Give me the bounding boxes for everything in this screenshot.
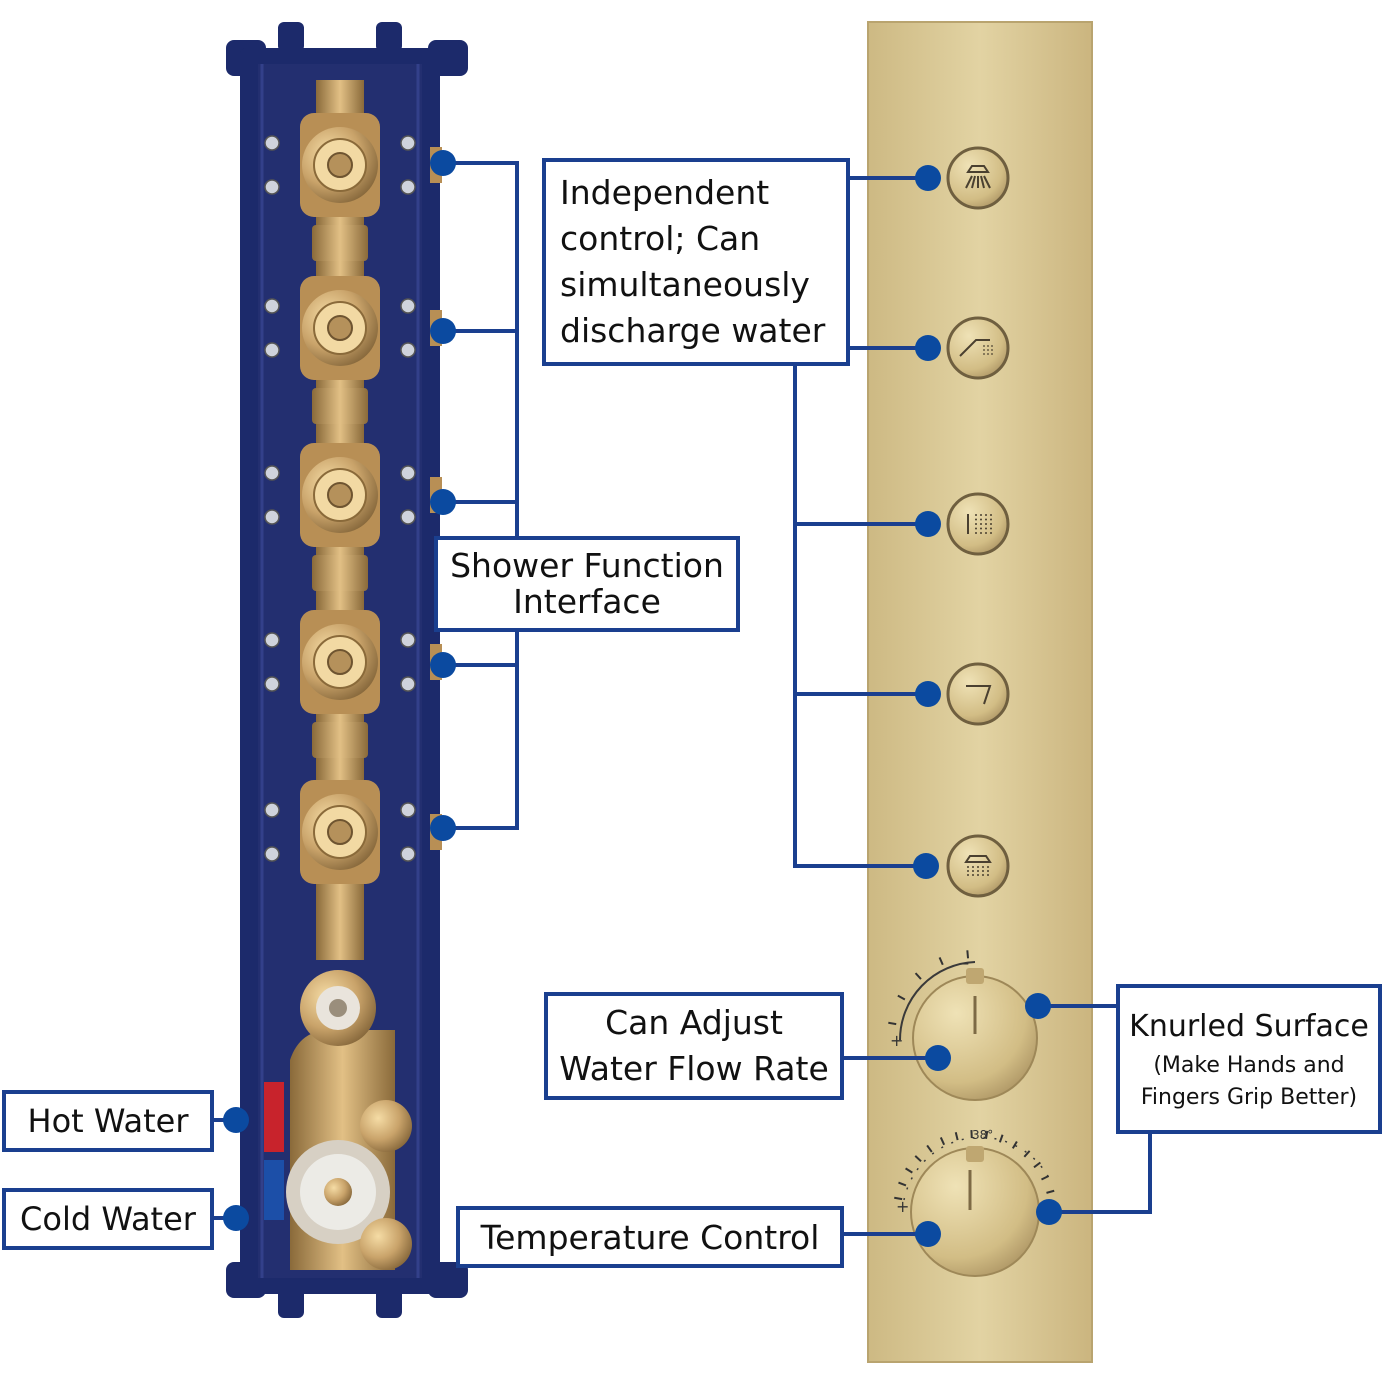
- temperature-mark: 38°: [972, 1128, 993, 1142]
- connector-dots: [223, 150, 1062, 1247]
- tub-spout-icon: [966, 685, 992, 705]
- knurled-title: Knurled Surface: [1129, 1009, 1369, 1044]
- temperature-control-text: Temperature Control: [480, 1217, 820, 1257]
- dial-tick: [897, 994, 906, 1001]
- dial-tick: [914, 972, 922, 980]
- flow-minus-symbol: –: [962, 956, 969, 972]
- independent-line-1: Independent: [560, 173, 770, 212]
- dial-tick: [926, 1144, 933, 1153]
- knurled-line-1: (Make Hands and: [1153, 1053, 1345, 1078]
- panel-button[interactable]: [946, 146, 1010, 210]
- body-jet-icon: [967, 514, 992, 534]
- flow-rate-line-2: Water Flow Rate: [559, 1049, 829, 1088]
- dial-tick: [939, 1137, 946, 1146]
- dial-tick: [966, 950, 970, 959]
- temperature-control-label: Temperature Control: [456, 1206, 844, 1268]
- dial-tick: [998, 1134, 1004, 1143]
- panel-button[interactable]: [946, 662, 1010, 726]
- independent-line-4: discharge water: [560, 311, 826, 350]
- shower-function-label: Shower Function Interface: [434, 536, 740, 632]
- independent-line-3: simultaneously: [560, 265, 810, 304]
- dial-tick: [888, 1021, 897, 1026]
- square-rain-head-icon: [964, 855, 992, 876]
- dial-tick: [938, 957, 944, 966]
- dial-tick: [894, 1196, 903, 1201]
- knurled-surface-label: Knurled Surface (Make Hands and Fingers …: [1116, 984, 1382, 1134]
- dial-tick: [898, 1181, 907, 1187]
- panel-button[interactable]: [946, 316, 1010, 380]
- temperature-dial[interactable]: 38° +: [894, 1128, 1055, 1277]
- dial-tick: [1046, 1189, 1055, 1194]
- dial-tick: [985, 1130, 989, 1139]
- dial-tick: [1041, 1175, 1050, 1181]
- panel-button[interactable]: [946, 492, 1010, 556]
- dial-tick: [1023, 1150, 1031, 1158]
- dial-tick: [1011, 1140, 1018, 1149]
- hand-shower-icon: [959, 339, 993, 357]
- dial-tick: [914, 1155, 922, 1163]
- independent-line-2: control; Can: [560, 219, 761, 258]
- temp-plus-symbol: +: [896, 1197, 909, 1216]
- independent-control-label: Independent control; Can simultaneously …: [542, 158, 850, 366]
- connector-lines: [214, 161, 1152, 1236]
- shower-function-line-2: Interface: [513, 582, 661, 621]
- cold-water-text: Cold Water: [20, 1200, 196, 1238]
- dial-tick: [1033, 1161, 1041, 1169]
- panel-button[interactable]: [946, 834, 1010, 898]
- cold-water-label: Cold Water: [2, 1188, 214, 1250]
- hot-water-label: Hot Water: [2, 1090, 214, 1152]
- rain-shower-head-icon: [965, 165, 991, 189]
- flow-rate-label: Can Adjust Water Flow Rate: [544, 992, 844, 1100]
- flow-plus-symbol: +: [890, 1031, 903, 1050]
- flow-rate-line-1: Can Adjust: [605, 1003, 783, 1042]
- dial-tick: [954, 1132, 959, 1141]
- dial-tick: [905, 1167, 913, 1174]
- shower-function-line-1: Shower Function: [450, 546, 724, 585]
- hot-water-text: Hot Water: [27, 1102, 189, 1140]
- valve-port: [264, 113, 442, 261]
- valve-box: [226, 22, 468, 1318]
- knurled-line-2: Fingers Grip Better): [1140, 1085, 1358, 1110]
